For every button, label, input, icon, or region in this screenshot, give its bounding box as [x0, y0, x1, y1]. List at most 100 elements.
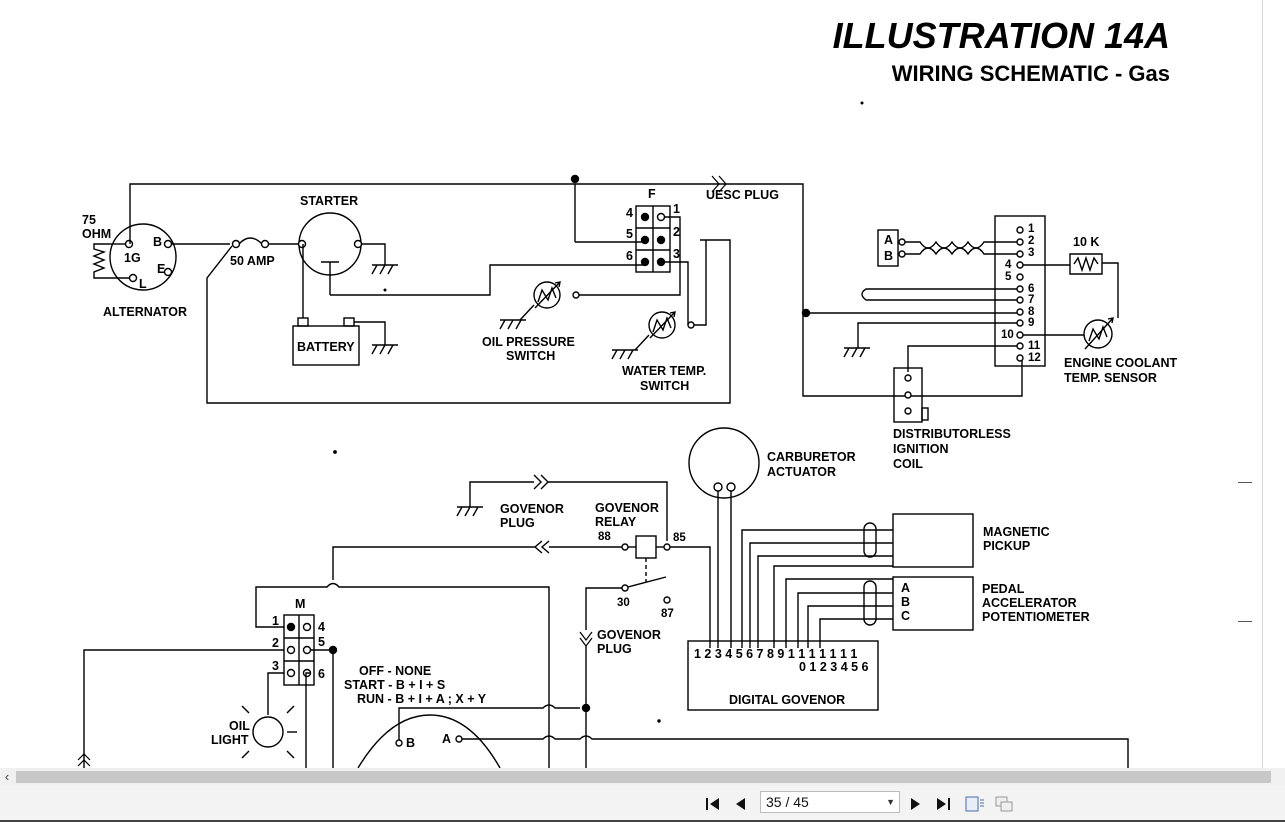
digital-governor-pins-bottom: 0 1 2 3 4 5 6 [799, 660, 869, 674]
single-page-view-icon[interactable] [964, 794, 984, 814]
ab-sensor [877, 229, 1017, 267]
alternator [92, 223, 177, 291]
key-switch-b-label: B [406, 736, 415, 750]
f-pin-5: 5 [626, 227, 633, 241]
connector-m-label: M [295, 597, 305, 611]
light-label: LIGHT [211, 733, 249, 747]
actuator-label: ACTUATOR [767, 465, 836, 479]
f-pin-1: 1 [673, 202, 680, 216]
alternator-b-label: B [153, 235, 162, 249]
relay-87-label: 87 [661, 608, 674, 620]
digital-governor-box [687, 640, 879, 711]
oil-light-label: OIL [229, 719, 250, 733]
vertical-scrollbar[interactable] [1262, 0, 1285, 768]
pedal-label: PEDAL [982, 582, 1025, 596]
illustration-subtitle: WIRING SCHEMATIC - Gas [892, 61, 1170, 86]
conn-pin-1: 1 [1028, 223, 1035, 235]
sensor-b-label: B [884, 249, 893, 263]
m-pin-1: 1 [272, 614, 279, 628]
governor-plug-sub-label: PLUG [500, 516, 535, 530]
last-page-icon[interactable] [933, 794, 953, 814]
next-page-icon[interactable] [905, 794, 925, 814]
m-pin-4: 4 [318, 620, 325, 634]
magnetic-pickup [863, 513, 974, 568]
m-pin-3: 3 [272, 659, 279, 673]
page-edge-mark [1238, 482, 1252, 483]
coolant-sensor-label: ENGINE COOLANT [1064, 356, 1178, 370]
key-switch [357, 714, 501, 768]
f-pin-3: 3 [673, 247, 680, 261]
conn-pin-12: 12 [1028, 352, 1041, 364]
oil-pressure-label: OIL PRESSURE [482, 335, 575, 349]
relay-88-label: 88 [598, 531, 611, 543]
coil-label: COIL [893, 457, 923, 471]
previous-page-icon[interactable] [731, 794, 751, 814]
conn-pin-8: 8 [1028, 306, 1035, 318]
conn-pin-4: 4 [1005, 259, 1012, 271]
alternator-l-label: L [139, 277, 147, 291]
first-page-icon[interactable] [703, 794, 723, 814]
fuse-50amp-label: 50 AMP [230, 254, 275, 268]
oil-pressure-switch [499, 281, 580, 330]
coolant-temp-sensor-label: TEMP. SENSOR [1064, 371, 1157, 385]
scroll-thumb[interactable] [16, 771, 1271, 783]
potentiometer-label: POTENTIOMETER [982, 610, 1090, 624]
starter-label: STARTER [300, 194, 358, 208]
illustration-title: ILLUSTRATION 14A [833, 15, 1170, 56]
battery-label: BATTERY [297, 340, 355, 354]
conn-pin-3: 3 [1028, 247, 1034, 259]
switch-off-legend: OFF - NONE [359, 664, 431, 678]
oil-pressure-switch-label: SWITCH [506, 349, 555, 363]
governor-relay-sub-label: RELAY [595, 515, 637, 529]
scroll-left-icon[interactable]: ‹ [4, 769, 10, 784]
ignition-label: IGNITION [893, 442, 949, 456]
carburetor-label: CARBURETOR [767, 450, 856, 464]
m-pin-6: 6 [318, 667, 325, 681]
digital-governor-label: DIGITAL GOVENOR [729, 693, 845, 707]
conn-pin-11: 11 [1028, 340, 1041, 352]
connector-f [635, 205, 671, 273]
water-temp-switch-label: SWITCH [640, 379, 689, 393]
pedal-pin-a: A [901, 581, 910, 595]
switch-run-legend: RUN - B + I + A ; X + Y [357, 692, 487, 706]
conn-pin-2: 2 [1028, 235, 1034, 247]
conn-pin-9: 9 [1028, 317, 1034, 329]
connector-f-label: F [648, 187, 656, 201]
page-number-select[interactable]: 35 / 45 ▼ [760, 791, 900, 813]
f-pin-4: 4 [626, 206, 633, 220]
document-page: ILLUSTRATION 14A WIRING SCHEMATIC - Gas … [77, 15, 1178, 768]
oil-light [241, 705, 297, 759]
alternator-1g-label: 1G [124, 251, 141, 265]
digital-governor-pins-top: 1 2 3 4 5 6 7 8 9 1 1 1 1 1 1 1 [694, 647, 857, 661]
engine-coolant-sensor [1083, 317, 1114, 350]
alternator-e-label: E [157, 262, 165, 276]
ignition-coil-label: DISTRIBUTORLESS [893, 427, 1011, 441]
pedal-pin-c: C [901, 609, 910, 623]
accelerator-label: ACCELERATOR [982, 596, 1077, 610]
continuous-view-icon[interactable] [993, 794, 1013, 814]
pickup-label: PICKUP [983, 539, 1030, 553]
ohm-unit-label: OHM [82, 227, 111, 241]
resistor-10k-label: 10 K [1073, 235, 1099, 249]
carburetor-actuator [688, 427, 760, 499]
m-pin-5: 5 [318, 635, 325, 649]
governor-plug-2-sub-label: PLUG [597, 642, 632, 656]
distributorless-ignition-coil [893, 367, 929, 423]
horizontal-scrollbar[interactable]: ‹ [0, 768, 1285, 786]
page-indicator: 35 / 45 [766, 794, 809, 810]
uesc-plug-label: UESC PLUG [706, 188, 779, 202]
switch-start-legend: START - B + I + S [344, 678, 445, 692]
page-edge-mark [1238, 621, 1252, 622]
water-temp-label: WATER TEMP. [622, 364, 706, 378]
governor-relay [621, 535, 671, 604]
governor-plug-label: GOVENOR [500, 502, 564, 516]
alternator-label: ALTERNATOR [103, 305, 187, 319]
starter [297, 212, 363, 295]
key-switch-a-label: A [442, 732, 451, 746]
wiring-schematic: ILLUSTRATION 14A WIRING SCHEMATIC - Gas … [77, 15, 1178, 768]
viewer-toolbar: 35 / 45 ▼ [0, 786, 1285, 822]
conn-pin-5: 5 [1005, 271, 1012, 283]
ohm-label: 75 [82, 213, 96, 227]
sensor-a-label: A [884, 233, 893, 247]
governor-relay-label: GOVENOR [595, 501, 659, 515]
